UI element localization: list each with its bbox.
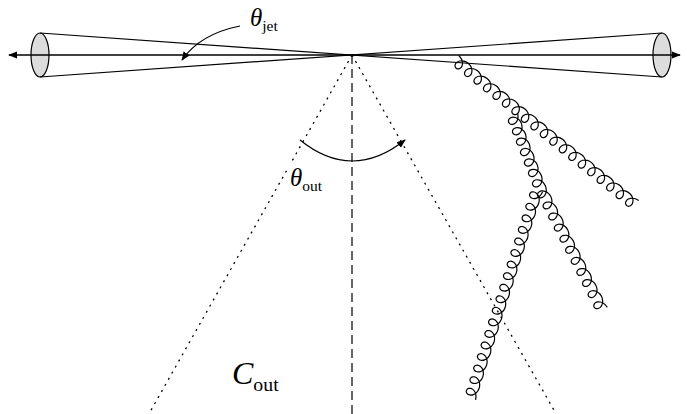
gluon-group — [455, 55, 639, 399]
math-label: θjet — [248, 4, 280, 35]
beam-axis — [9, 54, 680, 55]
leader-arrow — [182, 26, 240, 60]
dashed-axis — [351, 55, 352, 414]
out-region-boundary — [150, 55, 352, 412]
math-label: θout — [288, 164, 324, 195]
angle-arc — [300, 140, 405, 161]
gluon-line — [466, 192, 542, 400]
gluon-line — [508, 113, 545, 187]
gluon-line — [537, 185, 607, 308]
gluon-line — [455, 55, 639, 206]
math-label: Cout — [230, 356, 281, 396]
